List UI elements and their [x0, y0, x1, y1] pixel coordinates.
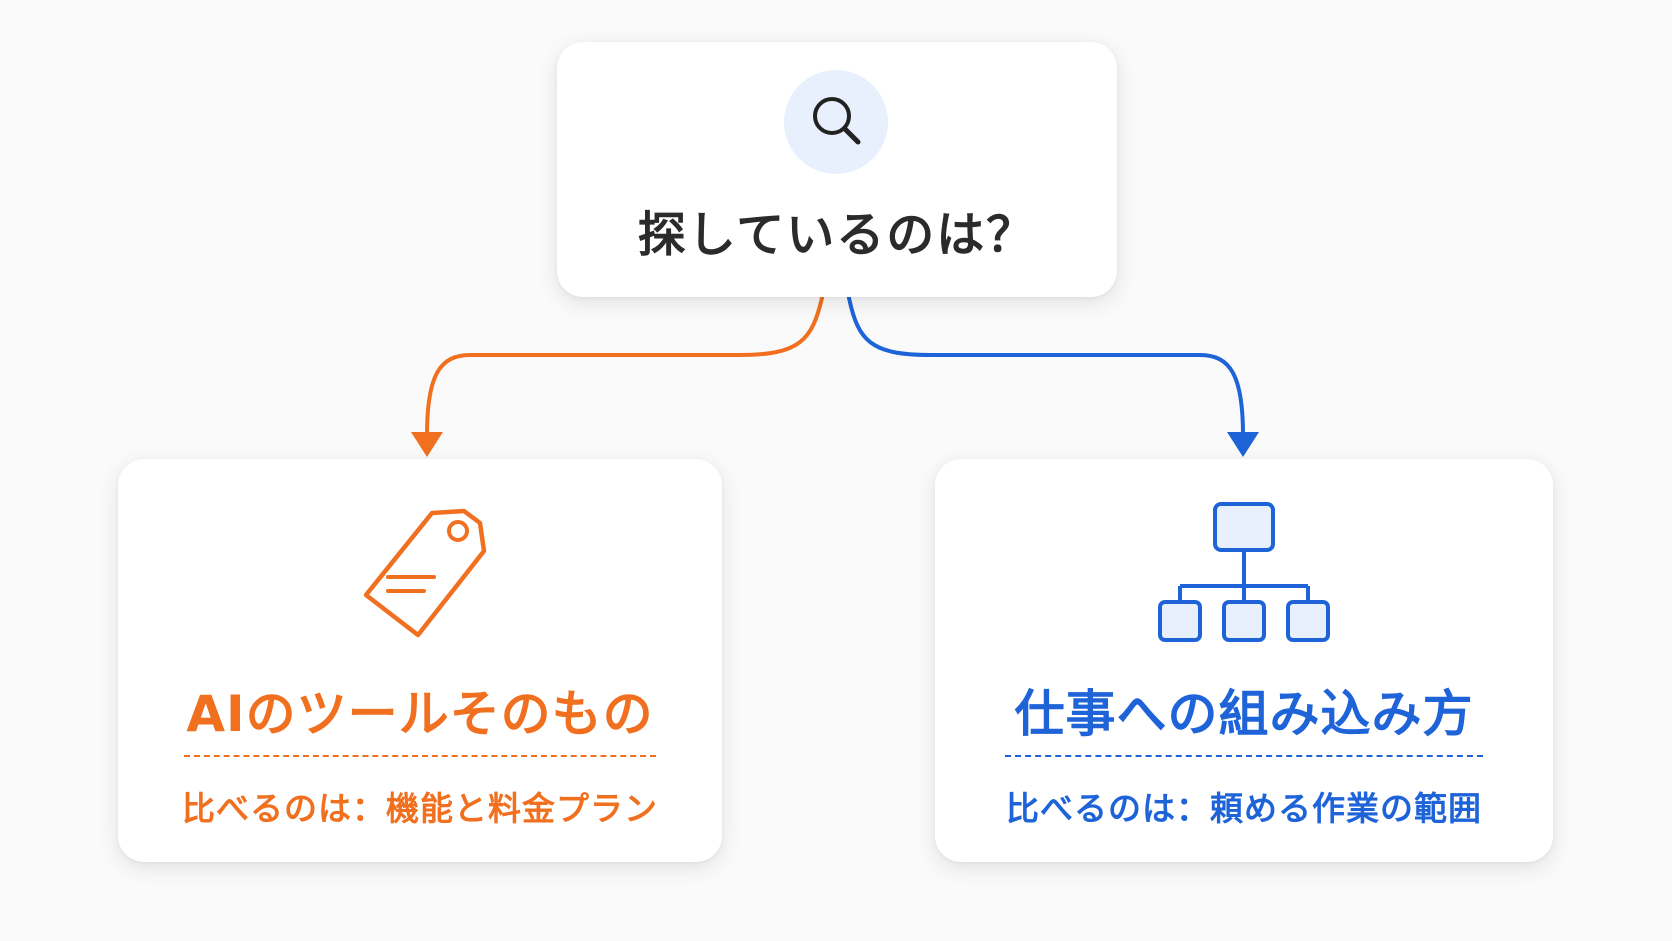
- orange-connector: [425, 296, 824, 437]
- question-card: 探しているのは？: [557, 42, 1117, 297]
- question-title: 探しているのは？: [637, 207, 1037, 263]
- option-compare-tool: 比べるのは：機能と料金プラン: [182, 789, 658, 828]
- price-tag-icon: [363, 508, 487, 638]
- option-card-workflow: 仕事への組み込み方 比べるのは：頼める作業の範囲: [935, 459, 1553, 862]
- divider-workflow: [1005, 755, 1483, 757]
- search-icon-badge: [784, 70, 888, 174]
- option-card-tool: AIのツールそのもの 比べるのは：機能と料金プラン: [118, 459, 722, 862]
- option-compare-workflow: 比べるのは：頼める作業の範囲: [1006, 789, 1482, 828]
- option-title-tool: AIのツールそのもの: [186, 685, 654, 743]
- search-icon: [813, 97, 861, 145]
- divider-tool: [184, 755, 656, 757]
- org-chart-icon: [1158, 502, 1330, 642]
- blue-arrowhead: [1227, 432, 1259, 457]
- option-title-workflow: 仕事への組み込み方: [1014, 685, 1474, 743]
- blue-connector: [847, 296, 1245, 437]
- orange-arrowhead: [411, 432, 443, 457]
